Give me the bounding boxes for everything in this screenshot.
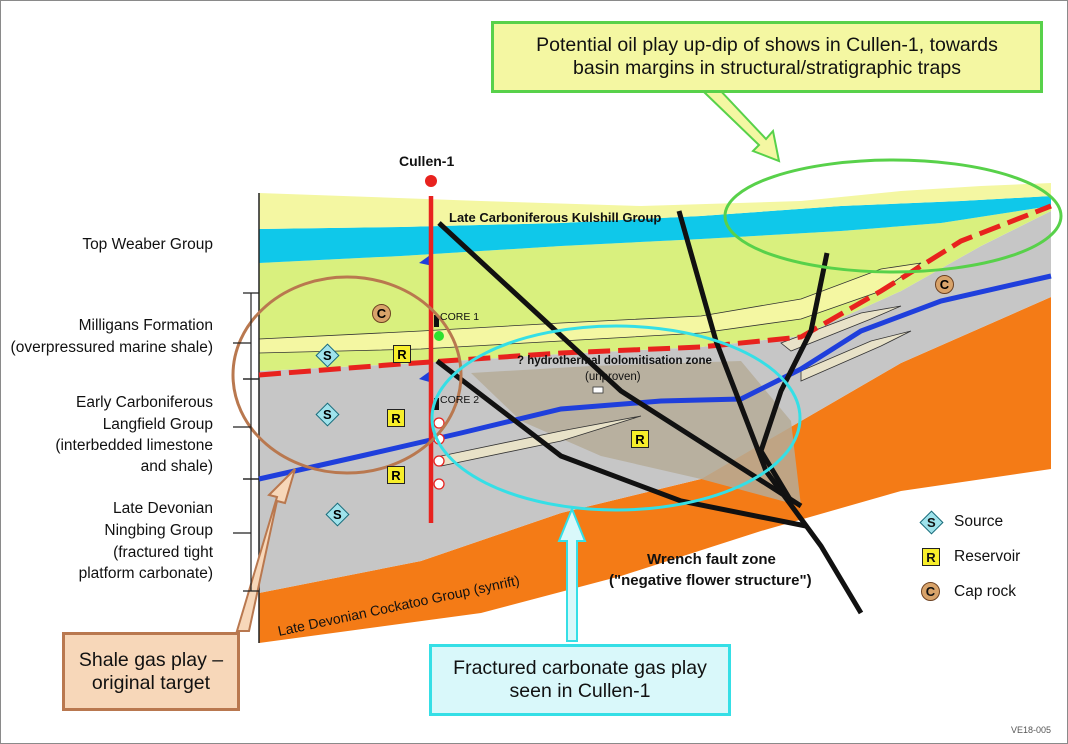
fault-1 [437, 221, 803, 509]
shale-gas-play-ellipse [231, 275, 463, 475]
langfield-label-4: and shale) [140, 458, 213, 475]
ningbing-label-4: platform carbonate) [78, 565, 213, 582]
carbonate-gas-callout-line-1: Fractured carbonate gas play [453, 657, 707, 679]
legend-cap-rock: C Cap rock [921, 582, 1016, 601]
dolomite-marker [592, 386, 604, 394]
legend-source-icon: S [919, 509, 944, 535]
sand-lens-2 [800, 330, 912, 382]
legend-reservoir-icon: R [922, 548, 940, 566]
carbonate-gas-callout: Fractured carbonate gas play seen in Cul… [429, 644, 731, 716]
legend-reservoir-label: Reservoir [954, 548, 1021, 565]
langfield-label-1: Early Carboniferous [76, 394, 213, 411]
ningbing-label-3: (fractured tight [113, 544, 213, 561]
cap-symbol-right: C [935, 275, 954, 294]
top-weaber-layer [259, 196, 1051, 263]
core-1-marker [434, 315, 439, 327]
carbonate-callout-arrow [557, 506, 587, 642]
dolomite-label-1: ? hydrothermal dolomitisation zone [517, 355, 712, 367]
ningbing-label-1: Late Devonian [113, 500, 213, 517]
oil-play-ellipse [723, 158, 1063, 274]
stratigraphic-brackets [233, 292, 259, 592]
top-weaber-label: Top Weaber Group [82, 236, 213, 253]
wrench-label-2: ("negative flower structure") [609, 572, 812, 589]
reservoir-symbol-3: R [387, 466, 405, 485]
carbonate-gas-play-ellipse [430, 324, 802, 512]
core-1-label: CORE 1 [440, 311, 480, 323]
reservoir-symbol-1: R [393, 345, 411, 364]
kulshill-layer [259, 183, 1051, 229]
cockatoo-group-layer [259, 297, 1051, 643]
reservoir-symbol-2: R [387, 409, 405, 428]
ningbing-label-2: Ningbing Group [104, 522, 213, 539]
cullen-1-well-head [425, 175, 437, 187]
shale-gas-callout: Shale gas play – original target [62, 632, 240, 711]
oil-play-callout-line-2: basin margins in structural/stratigraphi… [573, 57, 961, 79]
oil-show-green [434, 331, 444, 341]
wrench-label-1: Wrench fault zone [647, 551, 776, 568]
langfield-label-3: (interbedded limestone [55, 437, 213, 454]
legend-reservoir: R Reservoir [922, 548, 1020, 566]
core-2-marker [434, 398, 439, 410]
milligans-label-2: (overpressured marine shale) [10, 339, 213, 356]
sand-lens-3 [780, 305, 902, 352]
legend-cap-label: Cap rock [954, 582, 1017, 600]
core-2-label: CORE 2 [440, 394, 480, 406]
legend-cap-icon: C [921, 582, 940, 601]
langfield-label-2: Langfield Group [102, 416, 213, 433]
shale-gas-callout-line-1: Shale gas play – [78, 648, 224, 671]
gas-shows [433, 417, 445, 490]
source-symbol-3: S [325, 502, 350, 527]
oil-play-callout: Potential oil play up-dip of shows in Cu… [491, 21, 1043, 93]
well-name: Cullen-1 [399, 153, 455, 169]
blue-horizon-line [258, 273, 1052, 482]
cap-symbol-milligans: C [372, 304, 391, 323]
source-symbol-1: S [315, 343, 340, 368]
oil-callout-arrow [703, 85, 781, 163]
reservoir-symbol-4: R [631, 430, 649, 449]
fault-2 [435, 359, 807, 529]
milligans-label-1: Milligans Formation [78, 317, 213, 334]
oil-play-callout-line-1: Potential oil play up-dip of shows in Cu… [536, 34, 998, 56]
legend-source: S Source [919, 509, 1004, 535]
legend-source-label: Source [954, 513, 1004, 530]
source-symbol-2: S [315, 402, 340, 427]
figure-id: VE18-005 [1011, 725, 1052, 735]
carbonate-gas-callout-line-2: seen in Cullen-1 [509, 680, 651, 702]
kulshill-label: Late Carboniferous Kulshill Group [449, 210, 662, 225]
red-dashed-gas-line [258, 203, 1052, 378]
shale-gas-callout-line-2: original target [91, 671, 211, 694]
dolomite-label-2: (unproven) [585, 371, 641, 383]
